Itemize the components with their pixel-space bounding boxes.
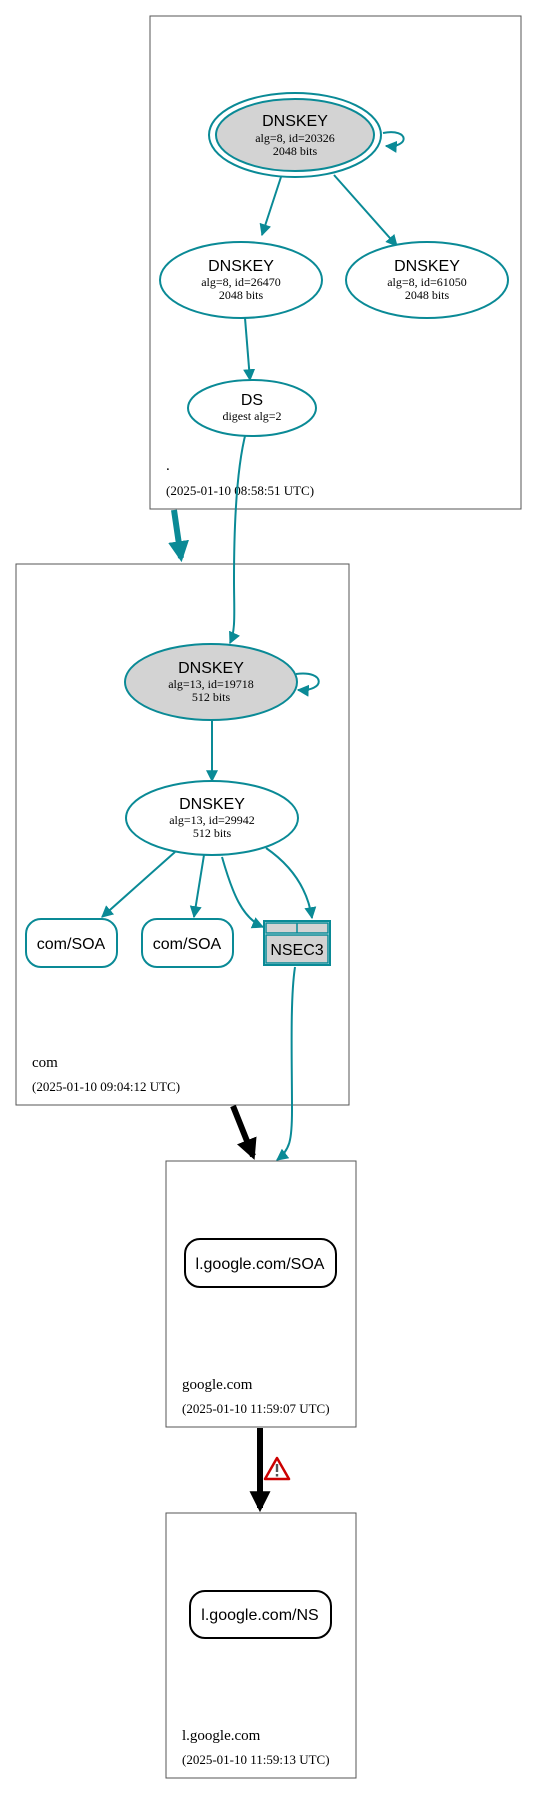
lgoogle-ns-label: l.google.com/NS [201,1607,318,1624]
com-zsk-node[interactable]: DNSKEY alg=13, id=29942 512 bits [125,780,299,856]
delegation-com-to-google-edge [230,1104,257,1160]
root-ksk-title: DNSKEY [262,113,328,130]
root-zsk1-alg: alg=8, id=26470 [201,275,281,289]
root-zsk1-title: DNSKEY [208,258,274,275]
delegation-root-to-com-edge [168,509,189,563]
root-ksk-to-zsk2-edge [333,174,398,247]
com-ksk-bits: 512 bits [192,690,231,704]
com-ksk-title: DNSKEY [178,660,244,677]
com-zsk-alg: alg=13, id=29942 [169,813,255,827]
warning-icon[interactable] [263,1456,291,1481]
com-zsk-title: DNSKEY [179,796,245,813]
com-soa-label-2: com/SOA [153,936,222,953]
com-ksk-self-edge [295,672,320,697]
com-soa-node-2[interactable]: com/SOA [141,918,234,968]
zone-box-com [15,563,350,1106]
com-soa-label-1: com/SOA [37,936,106,953]
root-zsk2-title: DNSKEY [394,258,460,275]
root-ksk-alg: alg=8, id=20326 [255,131,335,145]
google-soa-node[interactable]: l.google.com/SOA [184,1238,337,1288]
zone-timestamp-lgoogle: (2025-01-10 11:59:13 UTC) [182,1752,330,1767]
zone-timestamp-google: (2025-01-10 11:59:07 UTC) [182,1401,330,1416]
zone-box-google [165,1160,357,1428]
root-zsk2-node[interactable]: DNSKEY alg=8, id=61050 2048 bits [345,241,509,319]
zone-name-lgoogle: l.google.com [182,1728,261,1744]
com-ksk-alg: alg=13, id=19718 [168,677,254,691]
zone-name-root: . [166,458,170,474]
com-zsk-bits: 512 bits [193,826,232,840]
google-soa-label: l.google.com/SOA [196,1256,325,1273]
root-zsk2-alg: alg=8, id=61050 [387,275,467,289]
com-zsk-to-nsec3-edge-a [221,856,265,929]
com-nsec3-label: NSEC3 [270,942,323,959]
zone-timestamp-com: (2025-01-10 09:04:12 UTC) [32,1079,180,1094]
root-zsk2-bits: 2048 bits [405,288,450,302]
com-soa-node-1[interactable]: com/SOA [25,918,118,968]
root-ksk-bits: 2048 bits [273,144,318,158]
ds-to-com-ksk-edge [229,431,247,645]
lgoogle-ns-node[interactable]: l.google.com/NS [189,1590,332,1639]
com-nsec3-node[interactable]: NSEC3 [263,920,331,966]
root-ksk-node[interactable]: DNSKEY alg=8, id=20326 2048 bits [208,92,382,178]
zone-box-root [149,15,522,510]
com-zsk-to-soa2-edge [189,854,205,919]
root-zsk1-to-ds-edge [243,317,256,382]
com-ksk-node[interactable]: DNSKEY alg=13, id=19718 512 bits [124,643,298,721]
zone-name-com: com [32,1055,58,1071]
root-ds-title: DS [241,392,263,409]
zone-box-lgoogle [165,1512,357,1779]
root-ksk-self-edge [382,131,405,153]
com-zsk-to-soa1-edge [101,851,176,918]
root-zsk1-node[interactable]: DNSKEY alg=8, id=26470 2048 bits [159,241,323,319]
root-zsk1-bits: 2048 bits [219,288,264,302]
zone-name-google: google.com [182,1377,253,1393]
zone-timestamp-root: (2025-01-10 08:58:51 UTC) [166,483,314,498]
root-ds-digest: digest alg=2 [222,409,281,423]
root-ds-node[interactable]: DS digest alg=2 [187,379,317,437]
nsec3-to-google-edge [276,966,296,1161]
root-ksk-to-zsk1-edge [259,176,282,237]
com-zsk-to-nsec3-edge-b [265,847,317,920]
